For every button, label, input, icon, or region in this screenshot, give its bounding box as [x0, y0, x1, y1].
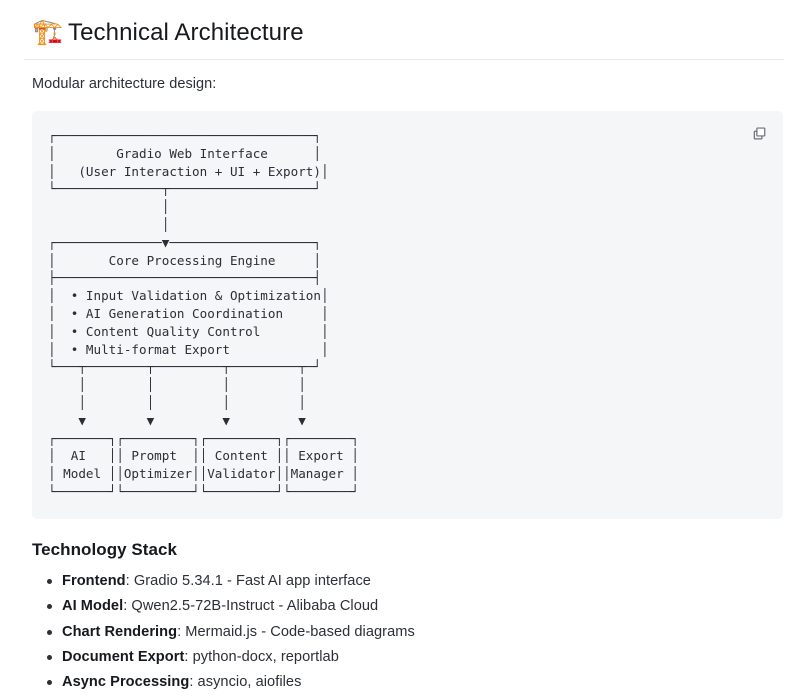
list-item: Async Processing: asyncio, aiofiles	[47, 670, 800, 695]
list-item-value: : Qwen2.5-72B-Instruct - Alibaba Cloud	[123, 598, 379, 615]
ascii-architecture-diagram: ┌──────────────────────────────────┐ │ G…	[48, 128, 359, 499]
tech-stack-heading: Technology Stack	[32, 539, 178, 559]
list-item-value: : Gradio 5.34.1 - Fast AI app interface	[125, 572, 371, 589]
building-construction-emoji: 🏗️	[32, 18, 64, 46]
list-item-label: Async Processing	[62, 674, 190, 691]
page-title: Technical Architecture	[68, 19, 304, 46]
list-item-value: : asyncio, aiofiles	[189, 674, 302, 691]
header-divider	[24, 59, 784, 60]
subtitle-text: Modular architecture design:	[32, 76, 217, 92]
copy-icon[interactable]	[748, 122, 770, 144]
list-item-value: : python-docx, reportlab	[184, 648, 339, 665]
list-item: Chart Rendering: Mermaid.js - Code-based…	[47, 620, 800, 645]
list-item: AI Model: Qwen2.5-72B-Instruct - Alibaba…	[47, 594, 800, 619]
list-item: Document Export: python-docx, reportlab	[47, 645, 800, 670]
page-header: 🏗️ Technical Architecture	[0, 0, 800, 48]
list-item-value: : Mermaid.js - Code-based diagrams	[177, 623, 415, 640]
list-item-label: AI Model	[62, 598, 124, 615]
list-item-label: Document Export	[62, 648, 185, 665]
tech-stack-list: Frontend: Gradio 5.34.1 - Fast AI app in…	[0, 569, 800, 696]
ascii-diagram-block: ┌──────────────────────────────────┐ │ G…	[32, 111, 783, 519]
list-item-label: Frontend	[62, 572, 126, 589]
list-item-label: Chart Rendering	[62, 623, 178, 640]
list-item: Frontend: Gradio 5.34.1 - Fast AI app in…	[47, 569, 800, 594]
